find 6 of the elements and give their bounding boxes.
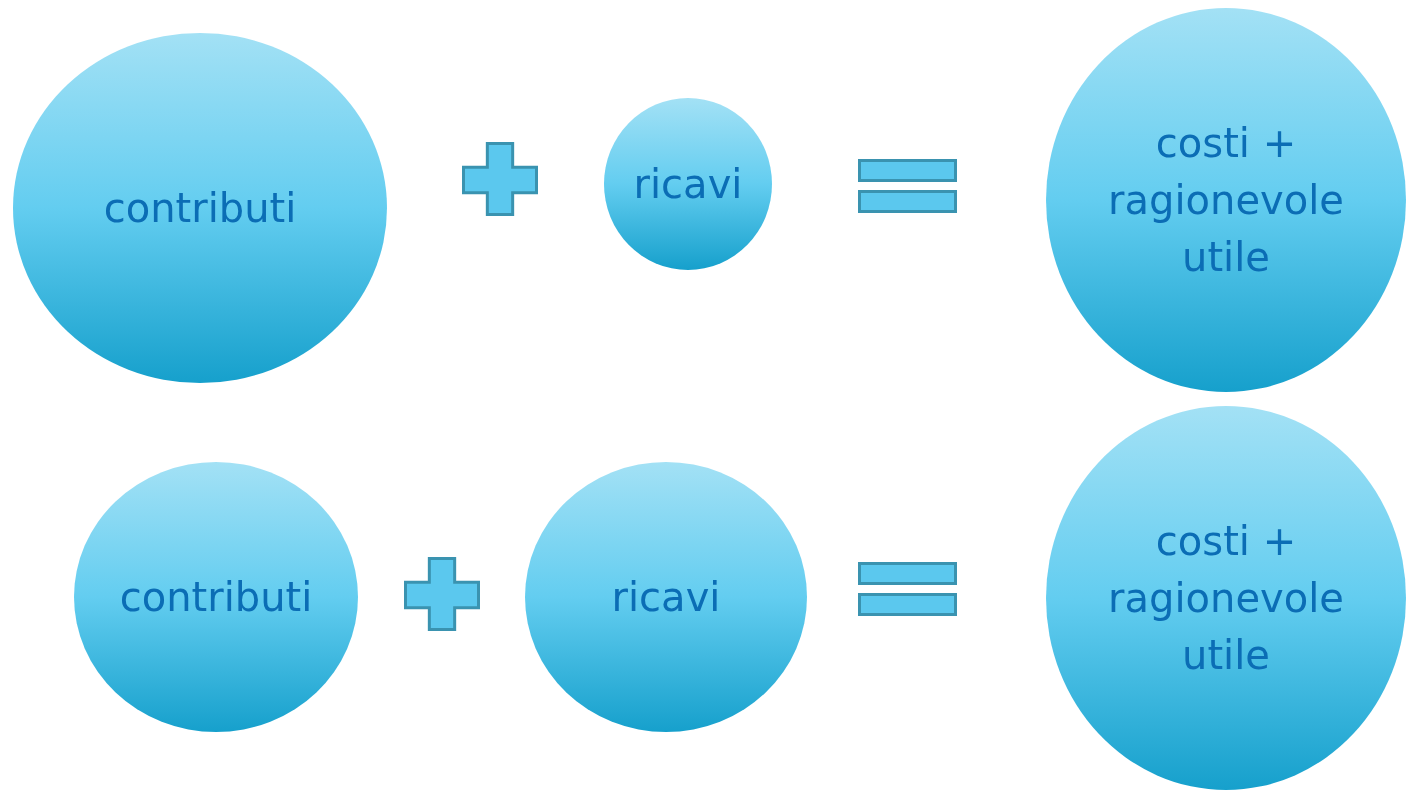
circle-label: contributi [119,572,313,622]
circle-label: ricavi [611,572,721,622]
circle-label: costi + ragionevole utile [1107,516,1345,680]
circle-label: contributi [103,183,297,233]
circle-label: ricavi [633,159,743,209]
circle-label: costi + ragionevole utile [1107,118,1345,282]
